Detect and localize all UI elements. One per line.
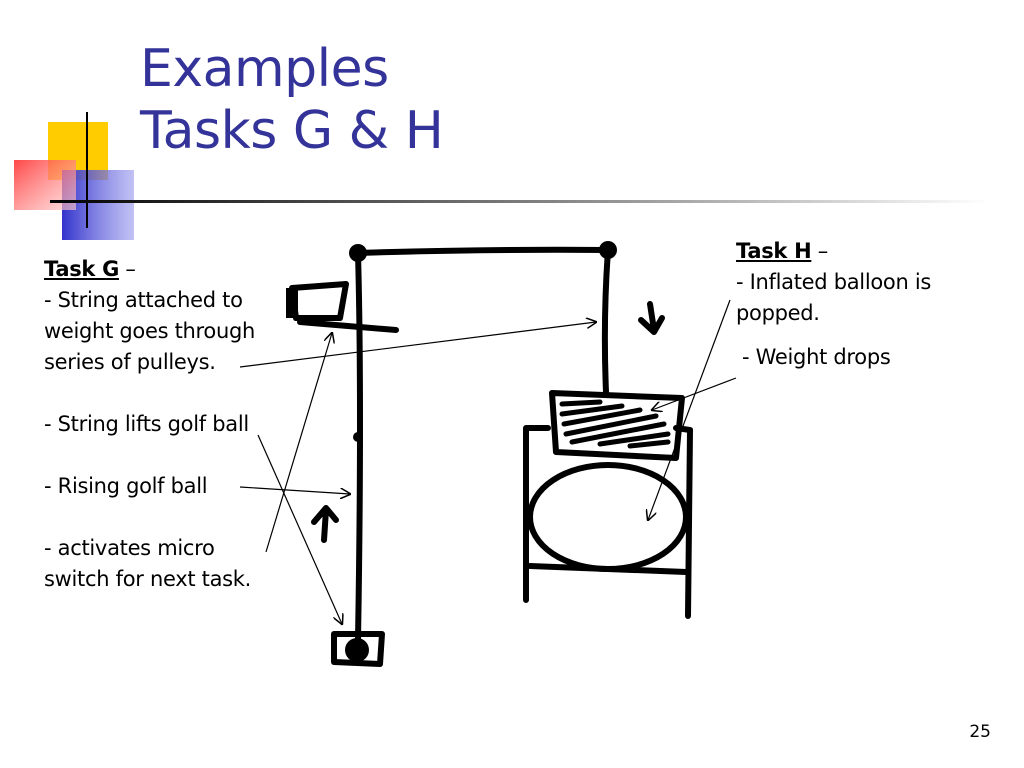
task-g-heading: Task G: [44, 257, 120, 281]
up-arrow: [311, 505, 339, 543]
task-h-dash: –: [811, 239, 828, 263]
golf-ball: [345, 638, 369, 662]
switch-block: [286, 288, 298, 318]
pointer-weight: [652, 377, 737, 410]
task-h-description: Task H – - Inflated balloon is popped. -…: [736, 236, 931, 373]
task-g-spacer: [44, 378, 255, 409]
page-number: 25: [969, 722, 991, 742]
balloon: [527, 462, 689, 572]
task-g-line: - Rising golf ball: [44, 474, 208, 498]
down-arrow: [638, 301, 665, 335]
pulley-frame-top: [355, 246, 611, 256]
task-g-line: switch for next task.: [44, 567, 252, 591]
string-knot: [353, 432, 363, 442]
title-rule: [50, 200, 990, 203]
pointer-pulleys: [239, 322, 596, 368]
task-g-line: series of pulleys.: [44, 350, 216, 374]
weight-box: [549, 390, 685, 461]
title-line-1: Examples: [140, 39, 389, 99]
balloon-frame-right: [673, 425, 693, 619]
task-g-line: - String lifts golf ball: [44, 412, 249, 436]
task-g-description: Task G – - String attached to weight goe…: [44, 254, 255, 595]
golf-ball-cup: [331, 631, 385, 667]
title-line-2: Tasks G & H: [140, 101, 444, 161]
task-h-line: - Weight drops: [742, 345, 891, 369]
task-g-dash: –: [119, 257, 136, 281]
pulley-left: [349, 244, 367, 262]
task-h-line: - Inflated balloon is: [736, 270, 932, 294]
string-right: [601, 247, 611, 395]
string-left: [355, 250, 363, 643]
balloon-frame-left: [523, 425, 551, 603]
micro-switch-lever: [297, 319, 399, 333]
task-h-line: popped.: [736, 301, 820, 325]
task-g-line: - activates micro: [44, 536, 215, 560]
task-g-spacer: [44, 502, 255, 533]
pointer-lifts-ball: [257, 434, 342, 624]
slide-decoration: [14, 112, 990, 240]
task-g-line: weight goes through: [44, 319, 256, 343]
pointer-balloon: [648, 299, 731, 520]
pointer-rising-ball: [239, 486, 350, 494]
pulley-right: [599, 241, 617, 259]
task-g-spacer: [44, 440, 255, 471]
slide-title: Examples Tasks G & H: [140, 38, 444, 162]
micro-switch-box: [289, 281, 349, 321]
task-h-heading: Task H: [736, 239, 812, 263]
pointer-micro-switch: [265, 333, 332, 553]
task-g-line: - String attached to: [44, 288, 243, 312]
